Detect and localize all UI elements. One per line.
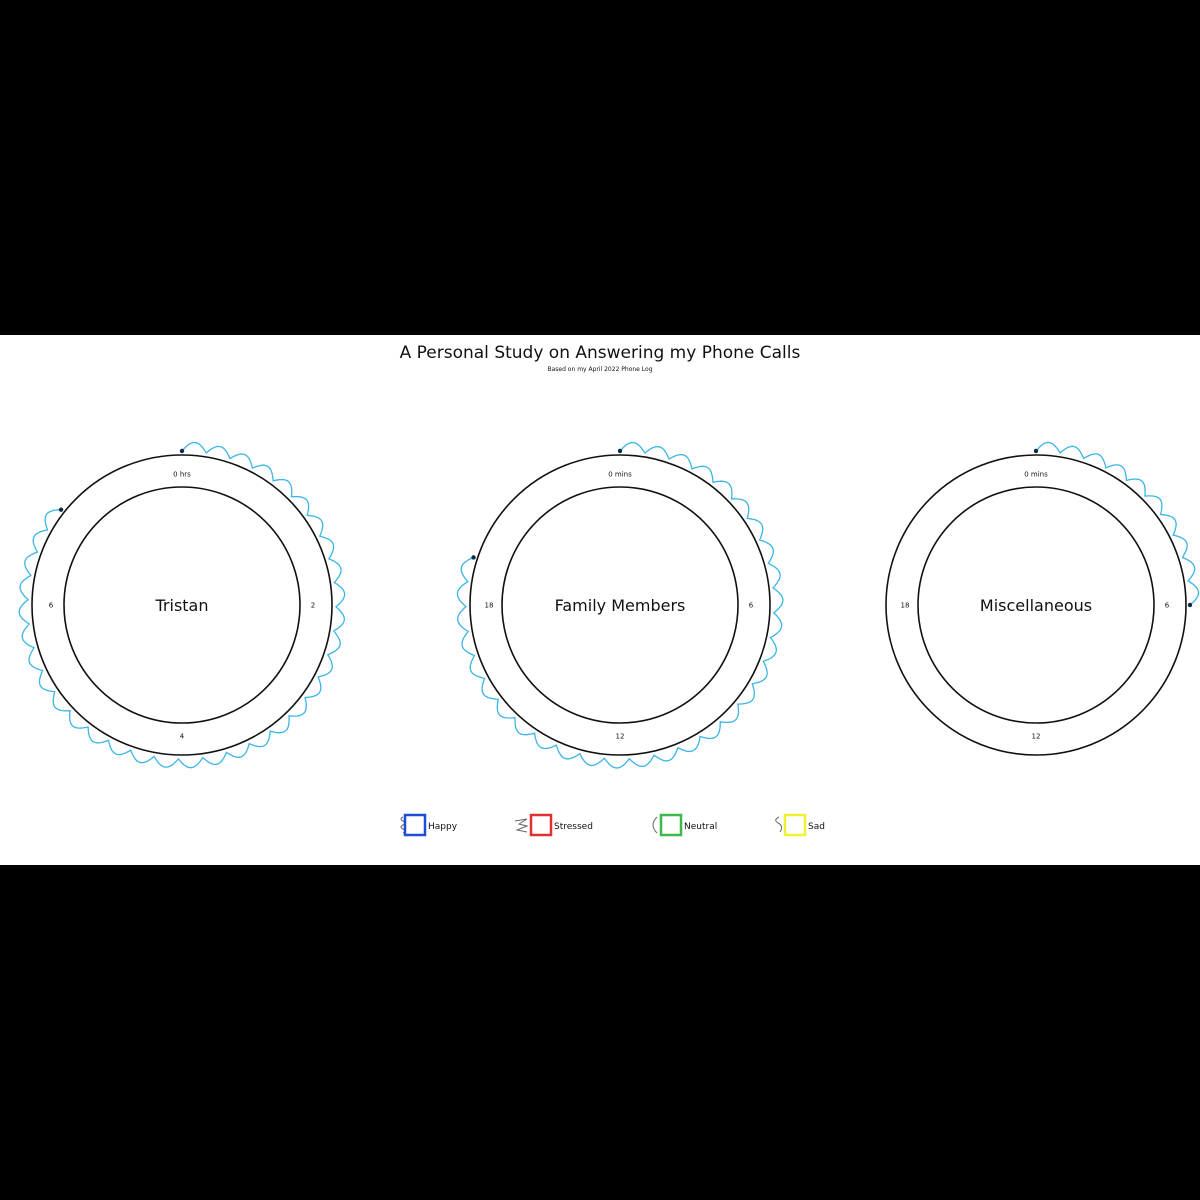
radial-chart-tristan: Tristan 0 hrs 2 4 6 [18, 441, 346, 769]
center-label: Miscellaneous [980, 596, 1092, 615]
stressed-zigzag-icon [514, 818, 529, 833]
series-end-dot [617, 448, 623, 454]
legend-item-happy: Happy [400, 813, 458, 837]
tick-label: 6 [749, 602, 754, 610]
legend-item-stressed: Stressed [514, 813, 593, 837]
series-line-happy [18, 441, 346, 769]
sad-wave-icon [775, 816, 783, 833]
tick-label: 6 [1165, 602, 1170, 610]
tick-label: 12 [616, 733, 625, 741]
radial-charts: Tristan 0 hrs 2 4 6 Family Members 0 mins 6 12 18… [18, 441, 1200, 837]
outer-ring [469, 454, 771, 756]
tick-label: 18 [901, 602, 910, 610]
tick-label: 6 [49, 602, 54, 610]
tick-label: 18 [485, 602, 494, 610]
inner-ring [501, 486, 739, 724]
chart-panel: A Personal Study on Answering my Phone C… [0, 335, 1200, 865]
legend-label: Happy [428, 822, 458, 832]
inner-ring [917, 486, 1155, 724]
series-end-dot [58, 507, 64, 512]
legend-label: Sad [808, 822, 825, 832]
radial-chart-miscellaneous: Miscellaneous 0 mins 6 12 18 [885, 441, 1200, 756]
legend-swatch [529, 813, 553, 837]
chart-subtitle: Based on my April 2022 Phone Log [547, 366, 653, 373]
series-line-happy [456, 441, 784, 769]
tick-label: 12 [1032, 733, 1041, 741]
series-end-dot [1033, 448, 1039, 454]
neutral-arc-icon [652, 816, 658, 834]
tick-label: 0 mins [608, 471, 632, 479]
center-label: Tristan [155, 596, 209, 615]
inner-ring [63, 486, 301, 724]
series-end-dot [1187, 602, 1193, 608]
series-end-dot [179, 448, 185, 454]
tick-label: 0 hrs [173, 471, 191, 479]
legend-item-neutral: Neutral [652, 813, 717, 837]
legend-swatch [783, 813, 807, 837]
series-end-dot [471, 555, 476, 560]
legend-label: Neutral [684, 822, 717, 832]
tick-label: 4 [180, 733, 185, 741]
legend-label: Stressed [554, 822, 593, 832]
radial-chart-family-members: Family Members 0 mins 6 12 18 [456, 441, 784, 769]
tick-label: 2 [311, 602, 315, 610]
legend-item-sad: Sad [775, 813, 825, 837]
chart-title: A Personal Study on Answering my Phone C… [399, 343, 801, 363]
legend-swatch [403, 813, 427, 837]
tick-label: 0 mins [1024, 471, 1048, 479]
legend-swatch [659, 813, 683, 837]
series-line-happy [1035, 441, 1200, 606]
outer-ring [885, 454, 1187, 756]
outer-ring [31, 454, 333, 756]
center-label: Family Members [555, 596, 686, 615]
